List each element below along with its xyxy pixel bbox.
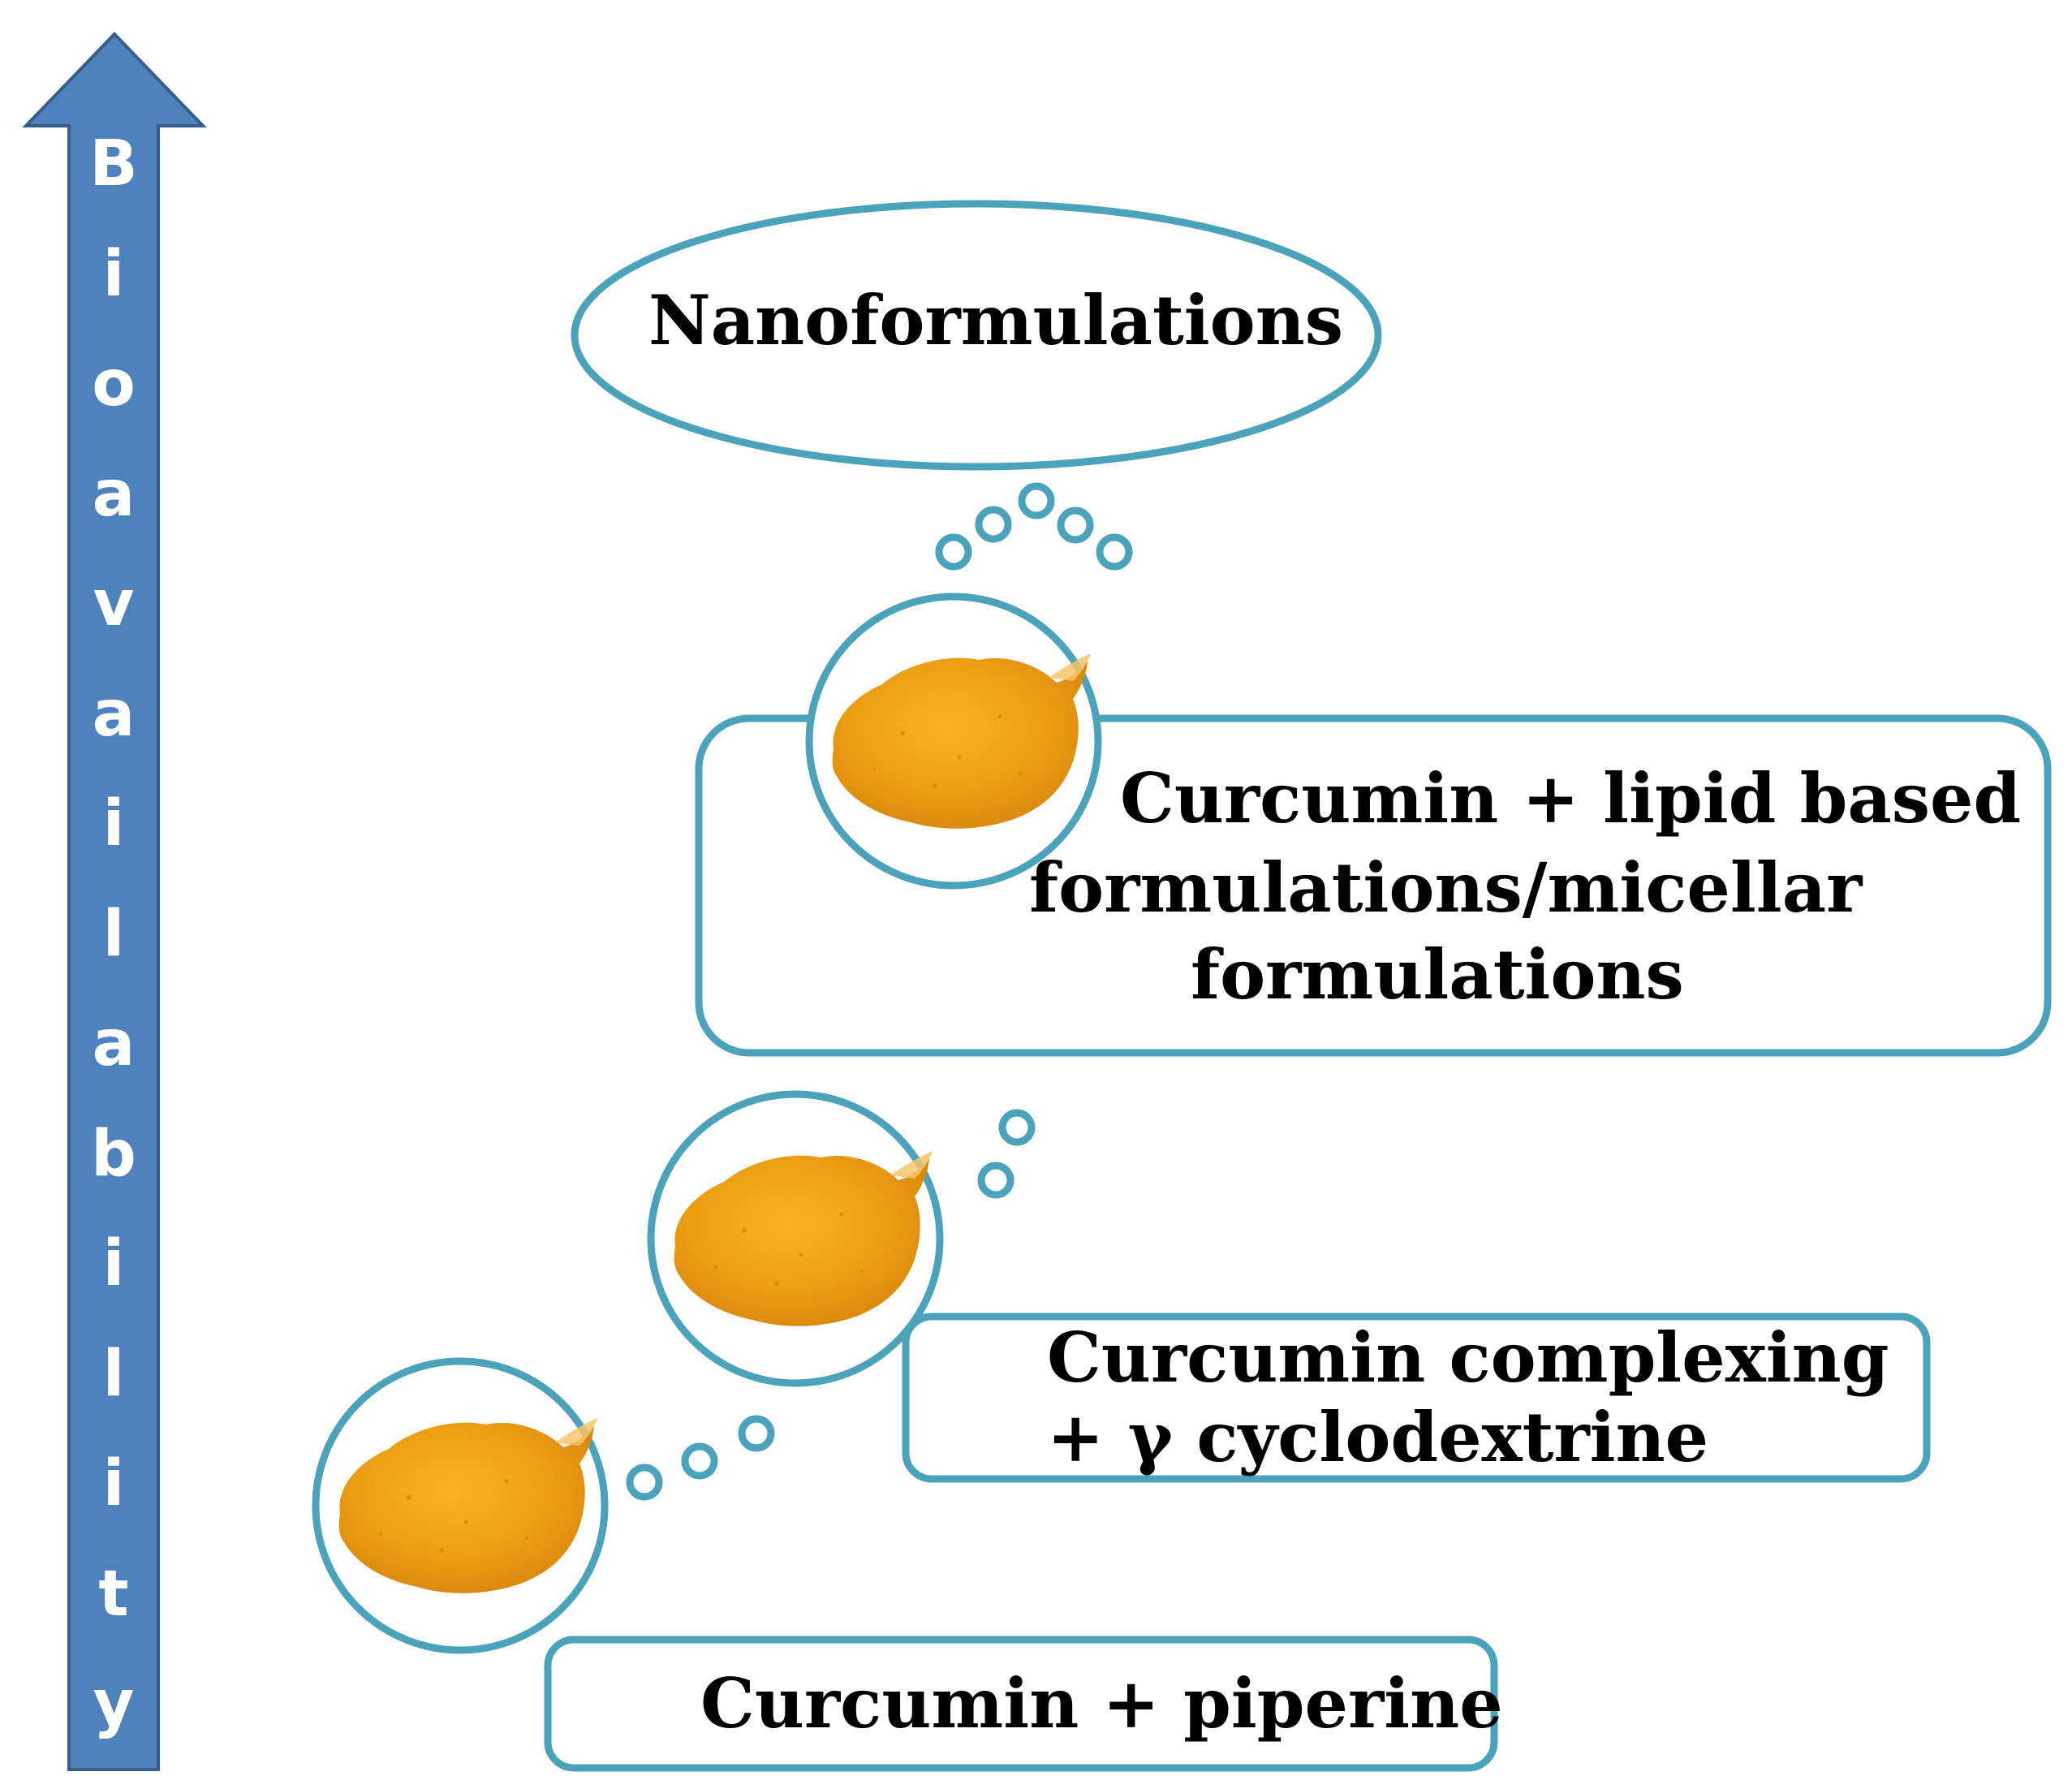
lipid-formulations-node: Curcumin + lipid based formulations/mice… [695, 593, 2052, 1057]
nanoformulations-ellipse [571, 200, 1382, 471]
axis-label-letter: i [103, 1227, 125, 1300]
cyclodextrin-box [902, 1313, 1931, 1483]
bubble-dot-icon [1018, 482, 1055, 519]
axis-label-letter: b [91, 1118, 136, 1191]
bubble-dot-icon [681, 1442, 718, 1480]
axis-label-letter: a [93, 1007, 136, 1080]
axis-label-letter: o [92, 347, 136, 420]
lipid-line-1: Curcumin + lipid based [1120, 758, 2021, 838]
up-arrow-icon [22, 32, 207, 1771]
lipid-line-2: formulations/micellar [1029, 847, 1863, 928]
bubble-dot-icon [1057, 507, 1094, 544]
bubble-dot-icon [998, 1109, 1036, 1146]
lipid-line-3: formulations [1191, 934, 1684, 1015]
axis-label-letter: t [98, 1558, 128, 1631]
cyclodextrin-line-2: + γ cyclodextrine [1047, 1397, 1708, 1477]
nanoformulations-label: Nanoformulations [648, 280, 1343, 360]
bubble-dot-icon [1096, 533, 1133, 571]
axis-label-letter: i [103, 238, 125, 311]
bubble-dot-icon [626, 1464, 663, 1501]
bubble-dot-icon [935, 533, 972, 571]
bubble-trail-middle [977, 1109, 1036, 1199]
axis-label-letter: i [103, 1447, 125, 1520]
cyclodextrin-node: Curcumin complexing + γ cyclodextrine [647, 1090, 1931, 1483]
bubble-dot-icon [738, 1415, 775, 1452]
piperine-label: Curcumin + piperine [700, 1663, 1503, 1744]
piperine-node: Curcumin + piperine [312, 1357, 1503, 1772]
nanoformulations-node: Nanoformulations [571, 200, 1382, 471]
bubble-trail-top [935, 482, 1133, 571]
piperine-box [544, 1636, 1498, 1772]
bubble-trail-bottom [626, 1415, 775, 1501]
axis-label-letter: a [93, 678, 136, 751]
bubble-dot-icon [977, 1162, 1014, 1199]
axis-label-letter: y [93, 1667, 135, 1740]
bubble-dot-icon [975, 506, 1012, 543]
cyclodextrin-line-1: Curcumin complexing [1047, 1317, 1889, 1398]
axis-label-letter: i [103, 787, 125, 860]
axis-label-letter: l [103, 1338, 125, 1411]
axis-label-letter: v [93, 567, 135, 640]
axis-label-letter: a [93, 458, 136, 531]
axis-label-letter: B [89, 127, 137, 200]
axis-label-letter: l [103, 898, 125, 971]
